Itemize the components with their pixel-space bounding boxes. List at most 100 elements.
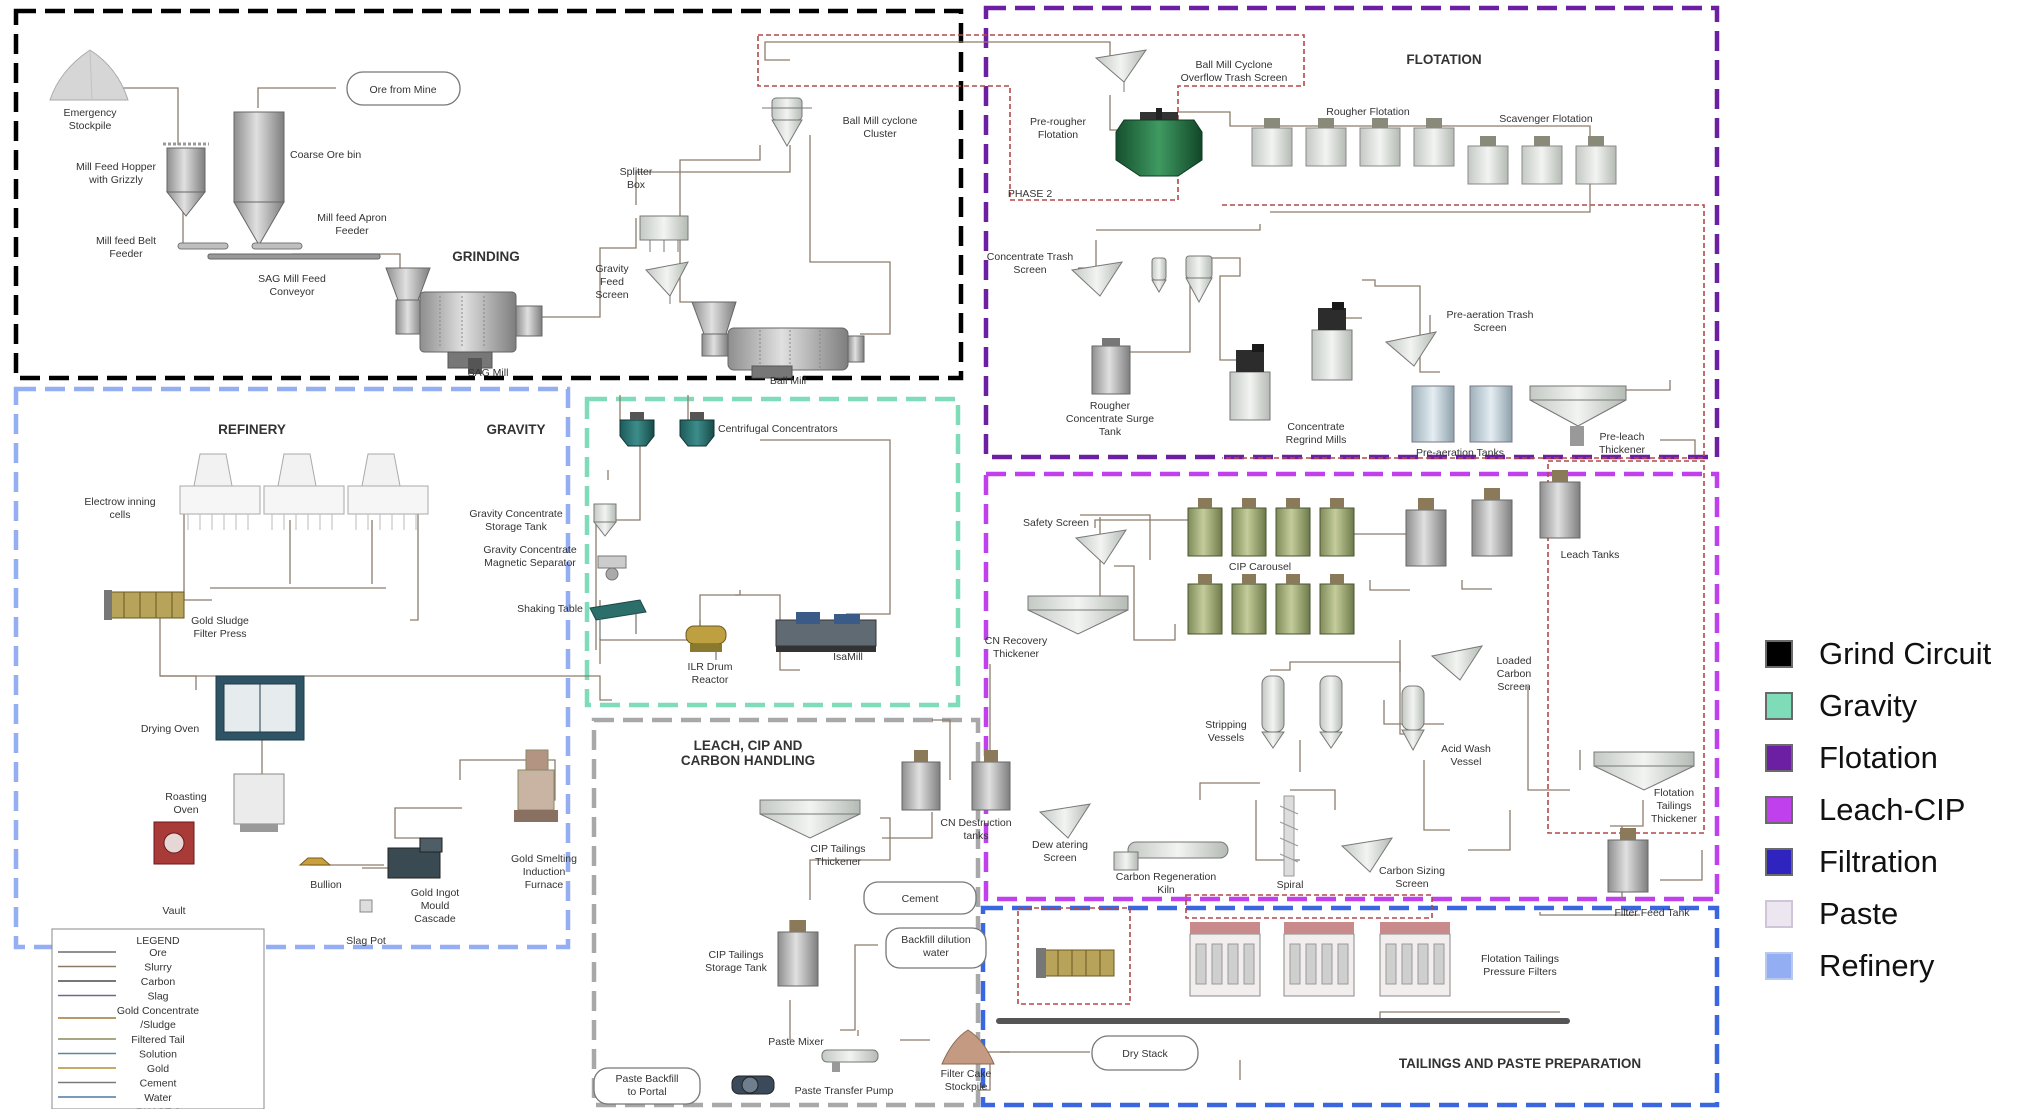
pressure-filter-plate-3-1: [1386, 944, 1396, 984]
gravity-magnetic-separator: [598, 556, 626, 580]
filter-feed-tank: [1608, 828, 1648, 892]
grind-swatch: [1765, 640, 1793, 668]
grind-label: Grind Circuit: [1819, 636, 1991, 672]
roasting-oven: [234, 774, 284, 832]
legend-text-1: Slurry: [144, 962, 172, 974]
leach-tank-agitator-2: [1484, 488, 1500, 500]
shaking-table-label: Shaking Table: [517, 603, 583, 615]
gravity-section-title: GRAVITY: [486, 422, 545, 437]
sag-mill-label: SAG Mill: [468, 367, 509, 379]
leach-label: Leach-CIP: [1819, 792, 1965, 828]
rougher-cell-2: [1306, 128, 1346, 166]
cn-recovery-thickener: [1028, 596, 1128, 634]
scavenger-cell-3: [1576, 146, 1616, 184]
cip-agitator-lower-1: [1198, 574, 1212, 584]
area-legend-item-grind: Grind Circuit: [1765, 628, 2027, 680]
dry-stack-label: Dry Stack: [1122, 1048, 1168, 1060]
refinery-section-title: REFINERY: [218, 422, 286, 437]
phase2-label: PHASE 2: [1008, 188, 1053, 200]
cip-tailings-thickener: [760, 800, 860, 838]
filter-discharge-conveyor: [996, 1018, 1570, 1024]
gravity-feed-screen-label: GravityFeedScreen: [595, 263, 629, 301]
ball-mill-cyclone-cluster: [762, 98, 812, 146]
scavenger-cell-drive-2: [1534, 136, 1550, 146]
area-legend-item-flotation: Flotation: [1765, 732, 2027, 784]
cip-tailings-thickener-label: CIP TailingsThickener: [810, 843, 865, 868]
filtration-label: Filtration: [1819, 844, 1938, 880]
pressure-filter-plate-2-2: [1306, 944, 1316, 984]
stripping-vessels: [1262, 676, 1342, 748]
sag-mill-feed-conveyor: [208, 254, 380, 259]
scavenger-cell-drive-3: [1588, 136, 1604, 146]
area-legend-item-paste: Paste: [1765, 888, 2027, 940]
cip-tank-upper-3: [1276, 508, 1310, 556]
splitter-box-label: SplitterBox: [620, 166, 653, 191]
spiral-label: Spiral: [1277, 879, 1304, 891]
pressure-filter-plate-1-2: [1212, 944, 1222, 984]
cip-agitator-upper-4: [1330, 498, 1344, 508]
flotation-swatch: [1765, 744, 1793, 772]
grinding-section-title: GRINDING: [452, 249, 520, 264]
bullion: [300, 858, 330, 865]
cip-agitator-lower-3: [1286, 574, 1300, 584]
cip-tank-lower-3: [1276, 584, 1310, 634]
vault-label: Vault: [162, 905, 185, 917]
ew-cell-2: [264, 486, 344, 514]
spiral: [1280, 796, 1298, 876]
leach-section-title: LEACH, CIP ANDCARBON HANDLING: [681, 738, 815, 768]
leach-tank-2: [1472, 500, 1512, 556]
flotation-tailings-thickener: [1594, 752, 1694, 790]
area-legend-item-leach: Leach-CIP: [1765, 784, 2027, 836]
legend-text-8: Cement: [140, 1078, 177, 1090]
cip-carousel-label: CIP Carousel: [1229, 561, 1291, 573]
legend-text-2: Carbon: [141, 976, 176, 988]
gravity-storage-label: Gravity ConcentrateStorage Tank: [469, 508, 563, 533]
carbon-regen-label: Carbon RegenerationKiln: [1116, 871, 1217, 896]
paste-transfer-pump: [732, 1076, 774, 1094]
legend-text-7: Gold: [147, 1063, 169, 1075]
refinery-swatch: [1765, 952, 1793, 980]
legend-text-4-a: Gold Concentrate: [117, 1005, 199, 1017]
isamill: [776, 612, 876, 652]
scavenger-cell-2: [1522, 146, 1562, 184]
gravity-magnetic-label: Gravity ConcentrateMagnetic Separator: [483, 544, 577, 569]
cn-destruction-tanks: [902, 750, 1010, 810]
pressure-filter-top-1: [1190, 922, 1260, 934]
pre-leach-label: Pre-leachThickener: [1599, 431, 1646, 456]
gold-smelting-furnace: [514, 750, 558, 822]
pressure-filter-plate-1-3: [1228, 944, 1238, 984]
cip-tank-lower-2: [1232, 584, 1266, 634]
cip-agitator-lower-2: [1242, 574, 1256, 584]
rougher-concentrate-surge-tank: [1092, 338, 1130, 394]
sag-conveyor-label: SAG Mill FeedConveyor: [258, 273, 326, 298]
refinery-label: Refinery: [1819, 948, 1934, 984]
safety-screen-label: Safety Screen: [1023, 517, 1089, 529]
bm-overflow-trash-screen: [1096, 50, 1146, 92]
gravity-concentrate-storage-tank: [594, 504, 616, 536]
legend-title: LEGEND: [136, 935, 180, 947]
gravity-label: Gravity: [1819, 688, 1917, 724]
area-legend-item-filtration: Filtration: [1765, 836, 2027, 888]
flotation-label: Flotation: [1819, 740, 1938, 776]
centrifugal-label: Centrifugal Concentrators: [718, 423, 838, 435]
cip-tank-upper-2: [1232, 508, 1266, 556]
pre-aeration-trash-screen: [1386, 332, 1436, 366]
cip-tailings-storage-tank: [778, 920, 818, 986]
emergency-stockpile-label: EmergencyStockpile: [63, 107, 117, 132]
rougher-cell-drive-1: [1264, 118, 1280, 128]
loaded-carbon-screen: [1432, 646, 1482, 680]
scavenger-flotation-cells: [1468, 136, 1616, 184]
pressure-filter-plate-1-1: [1196, 944, 1206, 984]
area-legend-item-gravity: Gravity: [1765, 680, 2027, 732]
gold-sludge-filter-press: [104, 590, 184, 620]
vault: [154, 822, 194, 864]
tailings-section-title: TAILINGS AND PASTE PREPARATION: [1399, 1056, 1641, 1071]
acid-wash-label: Acid WashVessel: [1441, 743, 1491, 768]
